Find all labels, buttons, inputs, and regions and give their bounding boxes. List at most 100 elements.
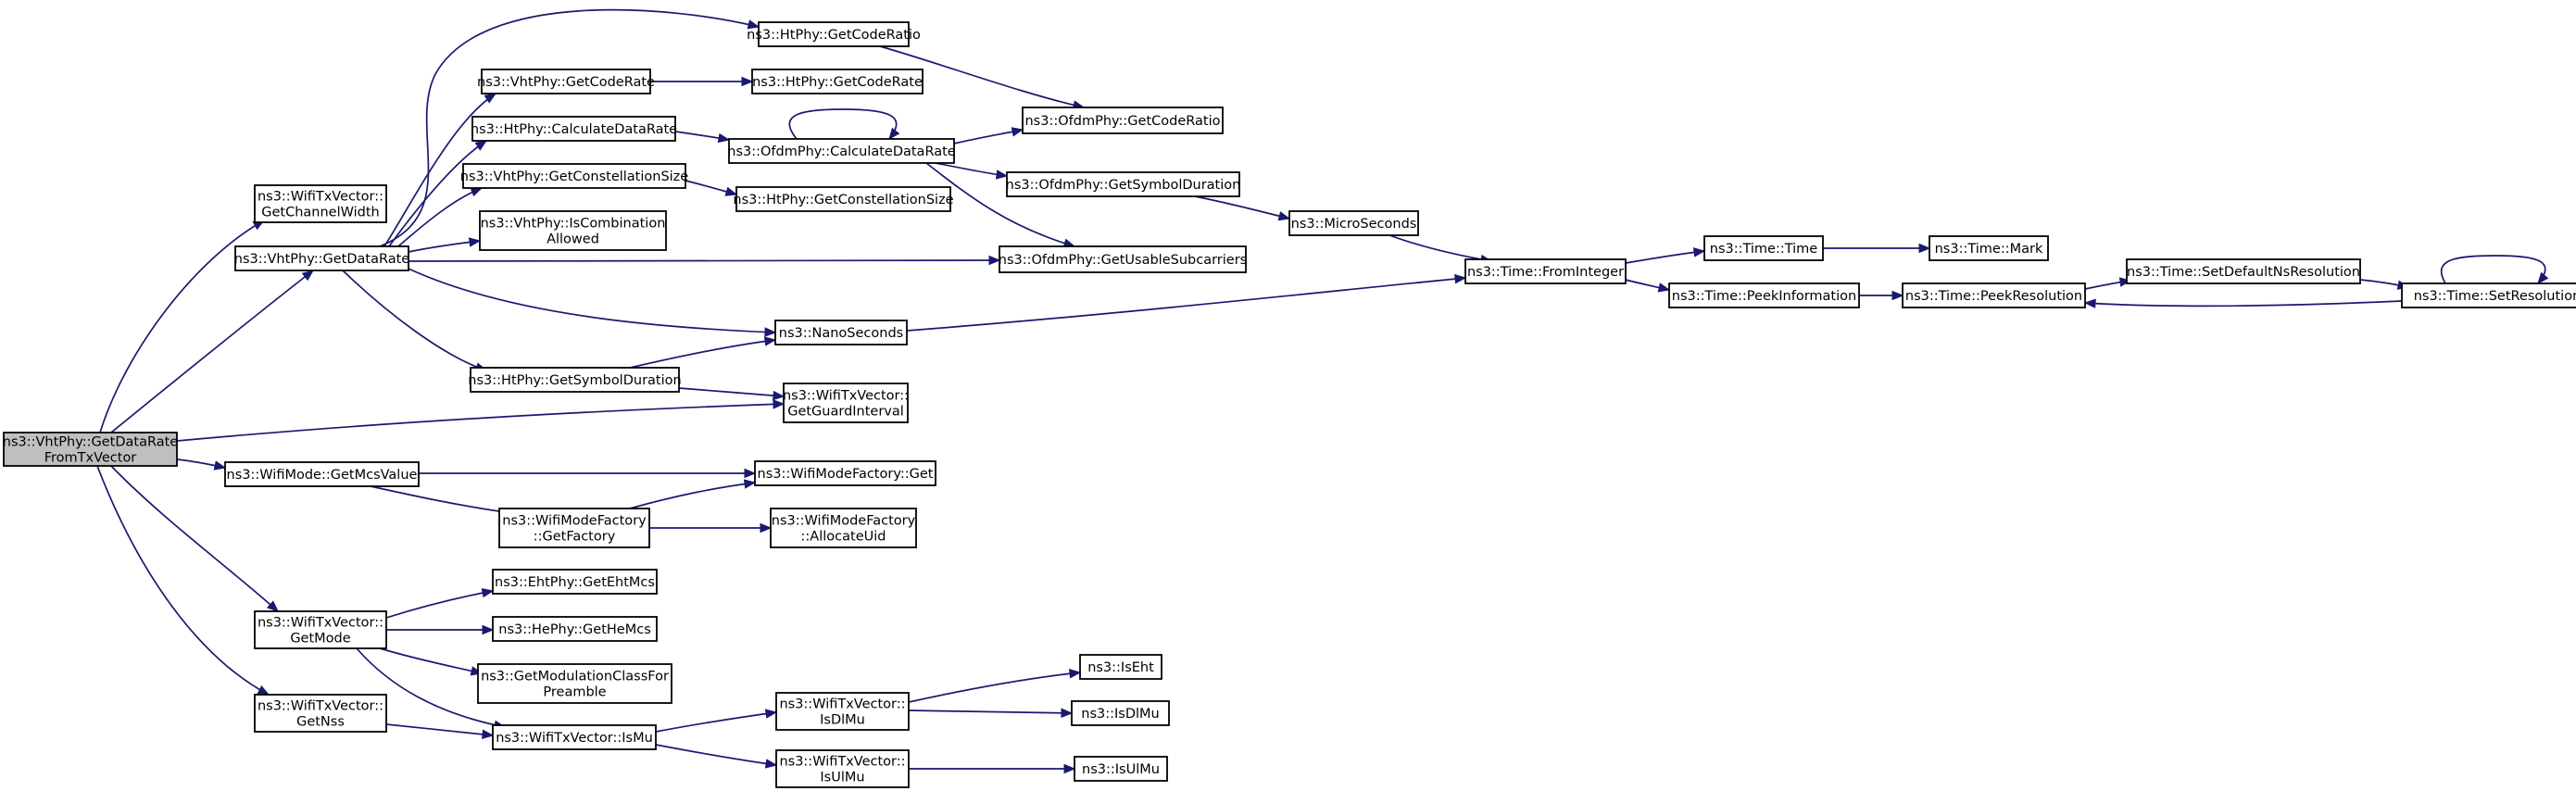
node-label: ns3::Time::SetDefaultNsResolution — [2127, 265, 2360, 280]
edge-ofdmCalcDataRate-to-ofdmGetCodeRatio — [953, 127, 1024, 144]
arrowhead-icon — [1277, 211, 1291, 221]
edge-vhtGetDataRate-to-htGetCodeRatio — [379, 8, 760, 247]
edge-timeSetRes-to-timeSetRes — [2440, 255, 2549, 285]
arrowhead-icon — [773, 399, 785, 409]
edge-isDlMuVec-to-isDlMu — [908, 708, 1074, 719]
function-node[interactable]: ns3::Time::PeekInformation — [1668, 282, 1860, 308]
function-node[interactable]: ns3::VhtPhy::GetConstellationSize — [460, 163, 689, 189]
edge-timeFromInteger-to-timePeekInfo — [1625, 279, 1671, 293]
function-node[interactable]: ns3::HePhy::GetHeMcs — [492, 616, 658, 642]
edge-line — [388, 140, 487, 247]
edge-line — [879, 45, 1085, 108]
node-box — [479, 210, 667, 251]
function-node[interactable]: ns3::WifiMode::GetMcsValue — [224, 461, 420, 487]
function-node[interactable]: ns3::HtPhy::GetCodeRatio — [747, 21, 921, 47]
function-node[interactable]: ns3::WifiTxVector::GetChannelWidth — [254, 184, 387, 223]
node-label: GetNss — [296, 715, 345, 730]
function-node[interactable]: ns3::HtPhy::GetConstellationSize — [733, 186, 954, 212]
function-node[interactable]: ns3::IsEht — [1079, 654, 1162, 680]
edge-line — [629, 482, 756, 509]
edge-line — [370, 485, 520, 515]
function-node[interactable]: ns3::OfdmPhy::CalculateDataRate — [727, 138, 956, 164]
arrowhead-icon — [468, 237, 482, 247]
edge-root-to-getMode — [110, 465, 279, 612]
node-label: GetGuardInterval — [787, 405, 904, 420]
node-box — [3, 432, 178, 467]
node-label: ns3::OfdmPhy::GetCodeRatio — [1024, 114, 1220, 129]
function-node[interactable]: ns3::Time::SetResolution — [2401, 282, 2576, 308]
node-box — [999, 245, 1247, 273]
arrowhead-icon — [257, 684, 270, 696]
node-label: ns3::WifiTxVector::IsMu — [496, 731, 653, 746]
node-box — [751, 69, 924, 94]
function-node[interactable]: ns3::Time::Mark — [1929, 235, 2049, 261]
function-node[interactable]: ns3::MicroSeconds — [1288, 210, 1419, 236]
edge-root-to-getMcsValue — [176, 458, 227, 471]
function-node[interactable]: ns3::HtPhy::GetCodeRate — [751, 69, 924, 94]
edge-root-to-vhtGetDataRate — [110, 270, 315, 433]
function-node[interactable]: ns3::OfdmPhy::GetSymbolDuration — [1006, 171, 1241, 197]
edge-line — [356, 647, 506, 728]
function-node[interactable]: ns3::WifiTxVector::IsDlMu — [775, 692, 910, 731]
arrowhead-icon — [1918, 243, 1931, 254]
function-node[interactable]: ns3::EhtPhy::GetEhtMcs — [492, 569, 658, 595]
function-node[interactable]: ns3::VhtPhy::GetDataRate — [234, 245, 410, 271]
arrowhead-icon — [2083, 298, 2096, 308]
node-label: IsDlMu — [820, 713, 865, 728]
node-label: ns3::VhtPhy::GetDataRate — [234, 252, 410, 267]
node-label: ::AllocateUid — [801, 530, 886, 545]
function-node[interactable]: ns3::VhtPhy::GetCodeRate — [477, 69, 655, 94]
node-label: ns3::MicroSeconds — [1291, 217, 1417, 232]
function-node[interactable]: ns3::Time::Time — [1703, 235, 1824, 261]
function-node[interactable]: ns3::OfdmPhy::GetCodeRatio — [1022, 107, 1224, 134]
node-box — [498, 508, 650, 548]
edge-ofdmCalcDataRate-to-ofdmCalcDataRate — [788, 108, 900, 141]
node-box — [1022, 107, 1224, 134]
edge-line — [408, 240, 481, 253]
function-node[interactable]: ns3::HtPhy::CalculateDataRate — [471, 116, 677, 142]
function-node[interactable]: ns3::WifiModeFactory::Get — [754, 460, 936, 486]
arrowhead-icon — [482, 624, 495, 635]
function-node[interactable]: ns3::IsUlMu — [1074, 756, 1168, 782]
node-label: ns3::HtPhy::GetCodeRate — [752, 75, 923, 90]
node-label: ns3::Time::Time — [1710, 242, 1818, 257]
function-node[interactable]: ns3::WifiTxVector::IsUlMu — [775, 749, 910, 788]
node-box — [477, 663, 672, 704]
function-node[interactable]: ns3::OfdmPhy::GetUsableSubcarriers — [999, 245, 1247, 273]
function-node[interactable]: ns3::WifiTxVector::GetNss — [254, 694, 387, 733]
function-node[interactable]: ns3::WifiModeFactory::AllocateUid — [770, 508, 917, 548]
function-node[interactable]: ns3::Time::FromInteger — [1464, 258, 1627, 284]
node-label: ns3::VhtPhy::IsCombination — [481, 217, 666, 232]
function-node[interactable]: ns3::Time::PeekResolution — [1902, 282, 2086, 308]
function-node[interactable]: ns3::IsDlMu — [1071, 700, 1170, 726]
function-node[interactable]: ns3::WifiTxVector::IsMu — [492, 724, 657, 750]
edge-timeFromInteger-to-timeTime — [1625, 247, 1706, 264]
edge-line — [110, 270, 314, 433]
arrowhead-icon — [484, 93, 497, 104]
node-box — [728, 138, 955, 164]
edge-line — [1625, 250, 1705, 264]
function-node[interactable]: ns3::WifiModeFactory::GetFactory — [498, 508, 650, 548]
node-box — [234, 245, 409, 271]
edge-ofdmGetSymDur-to-microSeconds — [1194, 195, 1291, 221]
function-node[interactable]: ns3::HtPhy::GetSymbolDuration — [468, 367, 682, 393]
edge-line — [2440, 255, 2546, 284]
edge-ofdmCalcDataRate-to-ofdmGetSymDur — [935, 162, 1009, 180]
function-node[interactable]: ns3::NanoSeconds — [774, 320, 908, 345]
arrowhead-icon — [1454, 273, 1467, 284]
edge-timeSetRes-to-timePeekRes — [2083, 298, 2403, 308]
arrowhead-icon — [763, 336, 777, 346]
function-node[interactable]: ns3::WifiTxVector::GetGuardInterval — [783, 383, 909, 423]
edge-vhtGetDataRate-to-htGetSymDur — [342, 270, 488, 372]
node-label: ns3::NanoSeconds — [779, 326, 903, 341]
node-label: ::GetFactory — [534, 530, 616, 545]
node-box — [758, 21, 910, 47]
function-node[interactable]: ns3::Time::SetDefaultNsResolution — [2126, 258, 2361, 284]
nodes-layer: ns3::VhtPhy::GetDataRateFromTxVectorns3:… — [3, 21, 2576, 788]
node-box — [2126, 258, 2361, 284]
function-node[interactable]: ns3::WifiTxVector::GetMode — [254, 610, 387, 649]
